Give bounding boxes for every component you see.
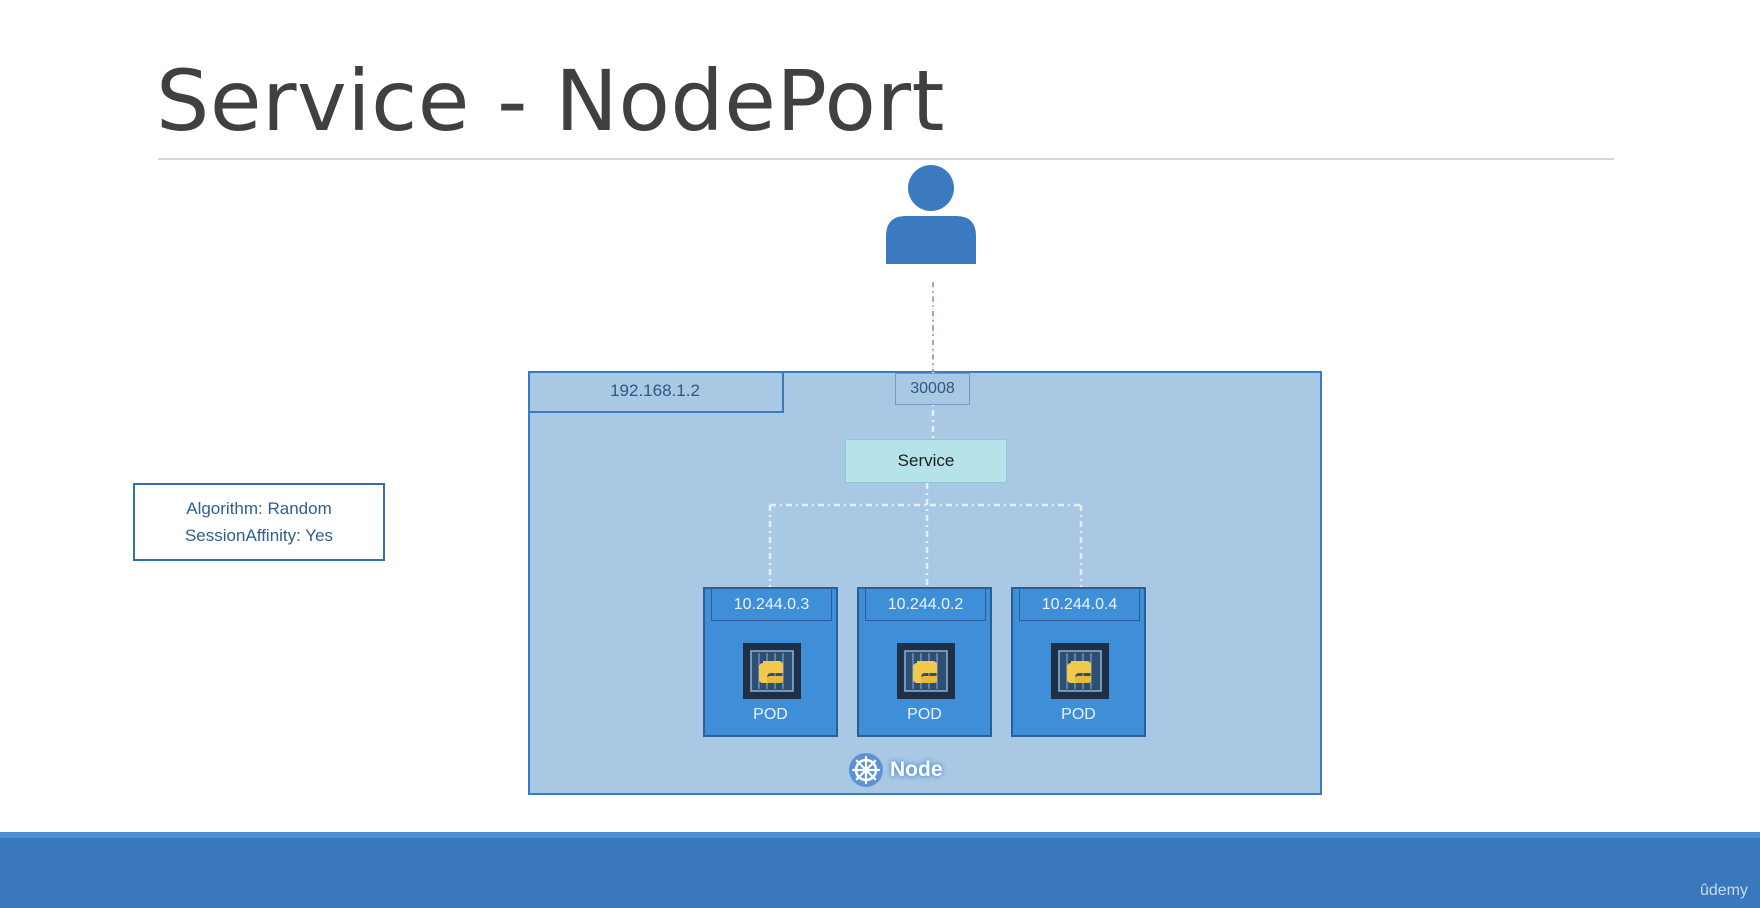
service-box: Service (845, 439, 1007, 483)
session-affinity-text: SessionAffinity: Yes (184, 526, 334, 545)
pod-ip-label: 10.244.0.4 (1019, 589, 1140, 621)
pod-2: 10.244.0.2 POD (857, 587, 992, 737)
node-label: Node (848, 752, 943, 788)
pod-label: POD (1061, 706, 1096, 723)
pod-1: 10.244.0.3 POD (703, 587, 838, 737)
pod-label: POD (907, 706, 942, 723)
python-container-icon (1051, 643, 1109, 699)
service-config-box: Algorithm: Random SessionAffinity: Yes (133, 483, 385, 561)
algorithm-text: Algorithm: Random (186, 499, 332, 518)
pod-ip-label: 10.244.0.3 (711, 589, 832, 621)
footer-bar (0, 832, 1760, 908)
user-icon (886, 165, 976, 264)
udemy-watermark: ûdemy (1699, 882, 1748, 899)
python-container-icon (743, 643, 801, 699)
node-label-text: Node (890, 758, 943, 781)
node-ip-label: 192.168.1.2 (528, 371, 784, 413)
pod-label: POD (753, 706, 788, 723)
pod-ip-label: 10.244.0.2 (865, 589, 986, 621)
node-port-label: 30008 (895, 373, 970, 405)
slide-title: Service - NodePort (156, 52, 945, 150)
python-container-icon (897, 643, 955, 699)
pod-3: 10.244.0.4 POD (1011, 587, 1146, 737)
kubernetes-wheel-icon (849, 753, 883, 787)
title-divider (158, 158, 1614, 160)
